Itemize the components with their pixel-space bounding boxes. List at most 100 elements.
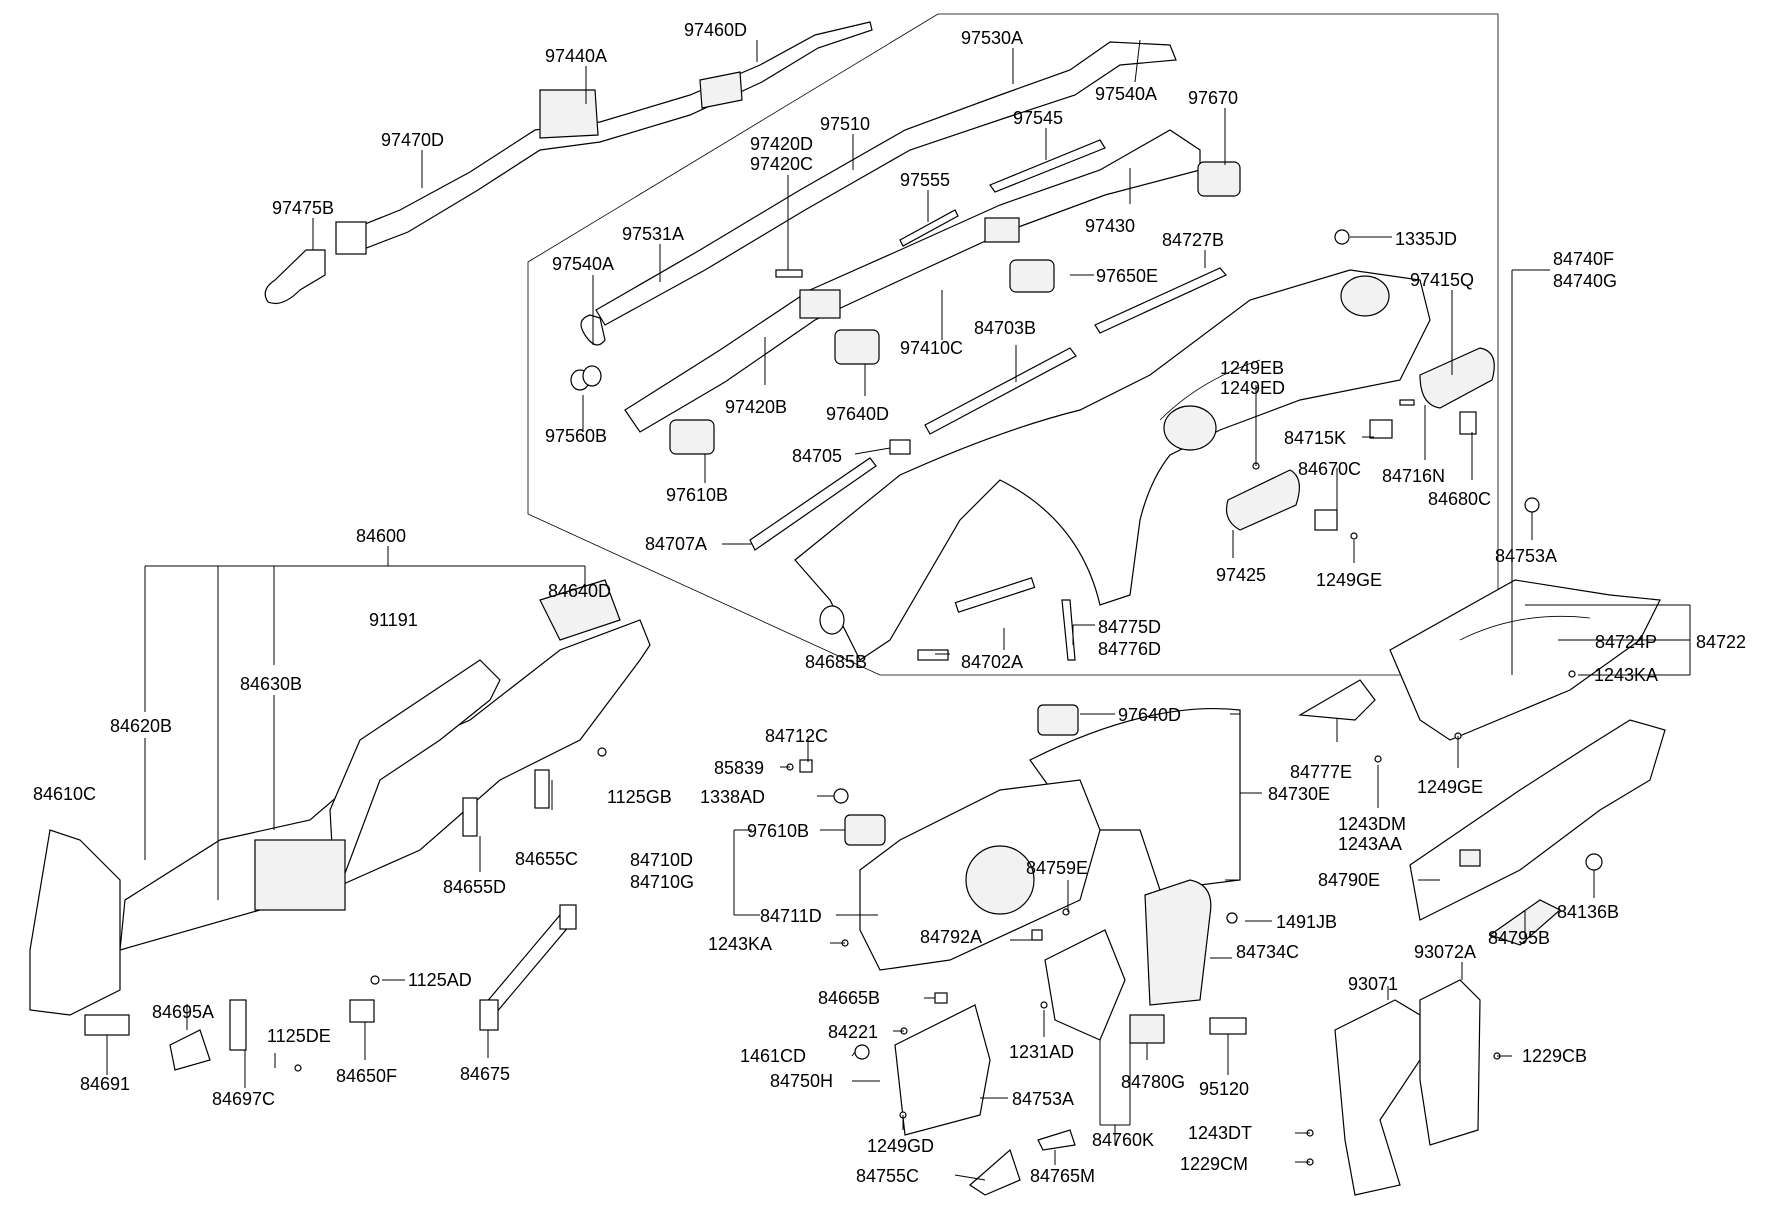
label-84695A: 84695A (152, 1002, 214, 1022)
label-84730E: 84730E (1268, 784, 1330, 804)
label-84777E: 84777E (1290, 762, 1352, 782)
label-84655C: 84655C (515, 849, 578, 869)
label-97560B: 97560B (545, 426, 607, 446)
clip-84685B (917, 649, 949, 661)
strip-84703B (924, 347, 1077, 435)
cap-84753A-right (1524, 497, 1540, 513)
label-84711D: 84711D (760, 906, 822, 926)
vent-97415Q (1419, 347, 1495, 409)
leader-lines (106, 39, 1691, 1181)
vent-97650E (1009, 259, 1055, 293)
strip-84727B (1094, 267, 1227, 334)
strip-84702A (954, 577, 1036, 613)
label-84734C: 84734C (1236, 942, 1299, 962)
label-97470D: 97470D (381, 130, 444, 150)
label-97440A: 97440A (545, 46, 607, 66)
label-84707A: 84707A (645, 534, 707, 554)
label-97540A-top: 97540A (1095, 84, 1157, 104)
label-84650F: 84650F (336, 1066, 397, 1086)
label-1229CB: 1229CB (1522, 1046, 1587, 1066)
part-number-labels: 97460D 97440A 97470D 97475B 97530A 97540… (33, 20, 1746, 1186)
vent-97610B-top (669, 419, 715, 455)
cover-93071 (1334, 999, 1421, 1196)
grommet-1461CD (854, 1044, 870, 1060)
label-1249ED: 1249ED (1220, 378, 1285, 398)
label-84691: 84691 (80, 1074, 130, 1094)
label-97420B: 97420B (725, 397, 787, 417)
label-1125AD: 1125AD (408, 970, 472, 990)
label-84722: 84722 (1696, 632, 1746, 652)
cowl-crossbar-84600 (29, 579, 651, 1071)
sensor-95120 (1209, 1017, 1247, 1035)
label-1243KA-mid: 1243KA (708, 934, 772, 954)
clip-84665B (934, 992, 948, 1004)
label-84600: 84600 (356, 526, 406, 546)
label-97670: 97670 (1188, 88, 1238, 108)
label-1249GD: 1249GD (867, 1136, 934, 1156)
strip-97420C (775, 269, 803, 278)
panel-84734C (1144, 879, 1212, 1006)
label-84712C: 84712C (765, 726, 828, 746)
label-84740G: 84740G (1553, 271, 1617, 291)
lower-duct-97410C (624, 129, 1201, 433)
label-84702A: 84702A (961, 652, 1023, 672)
panel-84755C (969, 1148, 1021, 1196)
label-84670C: 84670C (1298, 459, 1361, 479)
screw-1125DE (294, 1064, 302, 1072)
label-97425: 97425 (1216, 565, 1266, 585)
label-97510: 97510 (820, 114, 870, 134)
label-97420D: 97420D (750, 134, 813, 154)
label-97545: 97545 (1013, 108, 1063, 128)
label-84740F: 84740F (1553, 249, 1614, 269)
label-84750H: 84750H (770, 1071, 833, 1091)
label-1249GE-right: 1249GE (1417, 777, 1483, 797)
clip-84712C (799, 759, 813, 773)
screw-1243KA-right (1568, 670, 1576, 678)
label-84710D: 84710D (630, 850, 693, 870)
label-1125GB: 1125GB (607, 787, 672, 807)
glovebox-door-84790E (1409, 719, 1666, 921)
label-97420C: 97420C (750, 154, 813, 174)
label-97610B-top: 97610B (666, 485, 728, 505)
label-84792A: 84792A (920, 927, 982, 947)
vent-97640D-top (834, 329, 880, 365)
label-97640D-mid: 97640D (1118, 705, 1181, 725)
label-97415Q: 97415Q (1410, 270, 1474, 290)
label-84753A-bot: 84753A (1012, 1089, 1074, 1109)
label-1243AA: 1243AA (1338, 834, 1402, 854)
label-1125DE: 1125DE (267, 1026, 331, 1046)
vent-97610B-mid (844, 814, 886, 846)
ring-97560B-2 (582, 365, 602, 387)
vent-97425 (1225, 469, 1300, 531)
label-97410C: 97410C (900, 338, 963, 358)
cap-84136B (1585, 853, 1603, 871)
label-1461CD: 1461CD (740, 1046, 806, 1066)
label-84630B: 84630B (240, 674, 302, 694)
label-91191: 91191 (369, 610, 418, 630)
label-84795B: 84795B (1488, 928, 1550, 948)
bracket-84780G (1129, 1014, 1165, 1044)
bracket-84715K (1369, 419, 1393, 439)
label-1335JD: 1335JD (1395, 229, 1457, 249)
nut-1335JD (1334, 229, 1350, 245)
label-97531A: 97531A (622, 224, 684, 244)
upper-duct-97530A (580, 41, 1177, 346)
label-95120: 95120 (1199, 1079, 1249, 1099)
screw-1231AD (1040, 1001, 1048, 1009)
panel-84765M (1037, 1129, 1076, 1151)
label-97640D-top: 97640D (826, 404, 889, 424)
label-84680C: 84680C (1428, 489, 1491, 509)
label-84665B: 84665B (818, 988, 880, 1008)
label-84765M: 84765M (1030, 1166, 1095, 1186)
vent-97670 (1197, 161, 1241, 197)
label-84620B: 84620B (110, 716, 172, 736)
label-84776D: 84776D (1098, 639, 1161, 659)
panel-84760K (1044, 929, 1126, 1041)
label-84790E: 84790E (1318, 870, 1380, 890)
vent-97640D-mid (1037, 704, 1079, 736)
label-84715K: 84715K (1284, 428, 1346, 448)
strip-84707A (749, 457, 877, 551)
label-84136B: 84136B (1557, 902, 1619, 922)
label-97650E: 97650E (1096, 266, 1158, 286)
panel-84750H (894, 1004, 991, 1136)
